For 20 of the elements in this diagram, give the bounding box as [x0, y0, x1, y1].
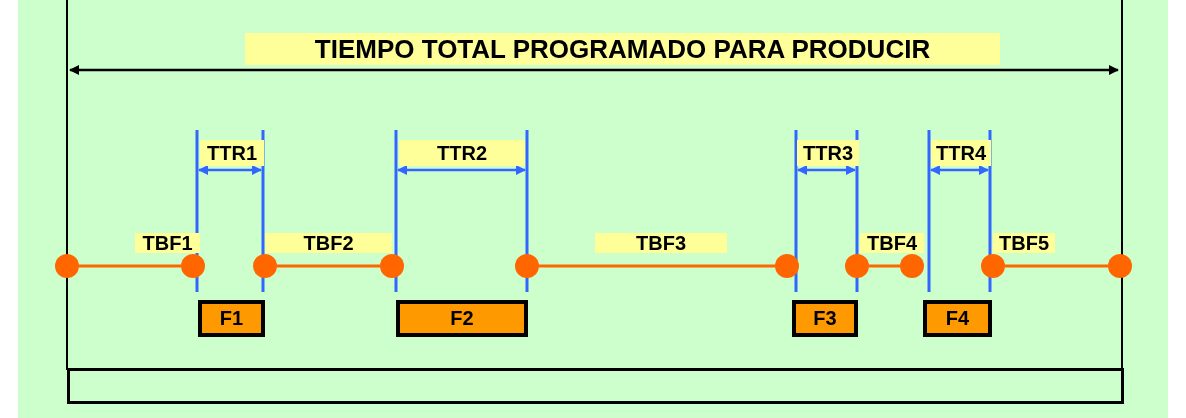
- duration-label: TTR4: [931, 140, 991, 166]
- duration-label: TTR2: [399, 140, 525, 166]
- failure-box: F2: [396, 300, 528, 337]
- edge-label: TBF1: [135, 233, 200, 253]
- edge-label: TBF2: [265, 233, 392, 253]
- edge-label: TBF5: [993, 233, 1055, 253]
- timeline-segment: [869, 264, 900, 268]
- timeline-segment: [539, 264, 775, 268]
- timeline-segment: [277, 264, 380, 268]
- duration-label: TTR3: [797, 140, 859, 166]
- edge-label: TBF3: [595, 233, 727, 253]
- timeline-segment: [1005, 264, 1108, 268]
- failure-box: F1: [198, 300, 265, 337]
- failure-box: F4: [923, 300, 992, 337]
- duration-label: TTR1: [200, 140, 264, 166]
- failure-box: F3: [792, 300, 858, 337]
- edge-label: TBF4: [860, 233, 924, 253]
- timeline-segment: [79, 264, 181, 268]
- empty-bar: [67, 368, 1124, 404]
- dimension-label: TIEMPO TOTAL PROGRAMADO PARA PRODUCIR: [245, 33, 1000, 65]
